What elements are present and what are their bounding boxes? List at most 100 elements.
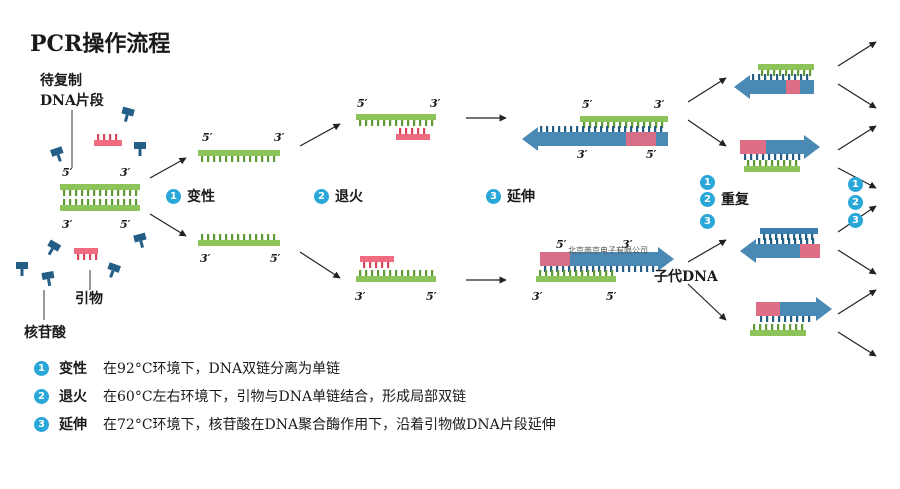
arrow-to-anneal-bottom <box>299 251 341 279</box>
extend-template-bottom-base <box>575 270 578 276</box>
anneal-strand-top-base <box>365 120 368 126</box>
extend-new-strand-bottom-base <box>640 266 643 272</box>
extend-template-top-base <box>595 122 598 128</box>
product-1-new-base <box>800 74 803 80</box>
nucleotide-8 <box>133 232 147 249</box>
denat-strand-bottom-base <box>273 234 276 240</box>
arrow-out-6 <box>837 249 877 275</box>
template-strand-top-backbone <box>60 184 140 190</box>
product-1-template-base <box>761 70 764 76</box>
denat-strand-top-base <box>261 156 264 162</box>
product-1-new-base <box>764 74 767 80</box>
extend-new-strand-top-base <box>546 126 549 132</box>
extend-template-bottom-base <box>557 270 560 276</box>
anneal-primer-bottom-base <box>363 262 366 268</box>
denat-strand-top-base <box>237 156 240 162</box>
extend-new-strand-bottom-base <box>556 266 559 272</box>
product-3-top-base <box>805 234 808 240</box>
extend-template-top-base <box>631 122 634 128</box>
product-2-new-base <box>780 154 783 160</box>
diagram-step-extension-label: 延伸 <box>507 189 535 205</box>
product-4-template-base <box>789 324 792 330</box>
end-3-template-bottom: 3′ <box>62 218 73 231</box>
extend-new-strand-bottom-base <box>634 266 637 272</box>
anneal-strand-bottom-base <box>395 270 398 276</box>
anneal-strand-bottom-base <box>401 270 404 276</box>
template-strand-top-base <box>105 190 108 196</box>
product-2-new-base <box>750 154 753 160</box>
product-4-new-base <box>802 316 805 322</box>
extend-new-strand-top-base <box>564 126 567 132</box>
nucleotide-4 <box>47 239 62 256</box>
extend-template-top-base <box>607 122 610 128</box>
denat-strand-top-base <box>213 156 216 162</box>
template-strand-top-base <box>75 190 78 196</box>
extend-template-bottom-base <box>605 270 608 276</box>
template-dna-label-line2: DNA片段 <box>40 93 104 109</box>
product-4-template-base <box>777 324 780 330</box>
extend-new-strand-bottom-base <box>586 266 589 272</box>
arrow-to-product-2 <box>687 119 727 147</box>
denat-strand-top-base <box>225 156 228 162</box>
product-1-new <box>734 74 814 99</box>
anneal-strand-bottom-base <box>371 270 374 276</box>
anneal-strand-top-base <box>413 120 416 126</box>
product-1-template-backbone <box>758 64 814 70</box>
product-2-template-base <box>795 160 798 166</box>
extend-template-bottom <box>536 270 616 282</box>
extend-new-strand-bottom-base <box>592 266 595 272</box>
template-strand-bottom-base <box>111 199 114 205</box>
anneal-primer-top-base <box>417 128 420 134</box>
extend-template-top-base <box>589 122 592 128</box>
product-1-new-base <box>752 74 755 80</box>
product-3-top-base <box>787 234 790 240</box>
denat-strand-bottom-base <box>207 234 210 240</box>
template-strand-bottom-base <box>93 199 96 205</box>
arrow-to-product-3 <box>687 239 727 263</box>
anneal-strand-top-backbone <box>356 114 436 120</box>
anneal-primer-top <box>396 128 430 140</box>
denat-strand-bottom-base <box>219 234 222 240</box>
product-4-template-base <box>795 324 798 330</box>
product-1-template-base <box>785 70 788 76</box>
extend-template-top-base <box>661 122 664 128</box>
floating-primer-top-base <box>109 134 112 140</box>
denat-strand-bottom-base <box>231 234 234 240</box>
end-3-denat-bottom: 3′ <box>200 252 211 265</box>
denat-strand-top <box>198 150 280 162</box>
extend-template-bottom-base <box>593 270 596 276</box>
template-strand-top-base <box>81 190 84 196</box>
product-2-template-base <box>759 160 762 166</box>
arrow-to-product-1 <box>687 77 727 103</box>
anneal-strand-bottom-base <box>383 270 386 276</box>
arrow-out-3 <box>837 125 877 151</box>
template-strand-top-base <box>111 190 114 196</box>
denat-strand-bottom <box>198 234 280 246</box>
repeat-badge-3: 3 <box>700 214 715 229</box>
floating-primer-bottom-base <box>77 254 80 260</box>
legend-extension: 3 延伸 在72°C环境下，核苷酸在DNA聚合酶作用下，沿着引物做DNA片段延伸 <box>34 414 556 434</box>
product-1-template-base <box>797 70 800 76</box>
watermark: 北京燕京电子有限公司 <box>568 246 648 255</box>
arrow-to-product-4 <box>687 283 727 321</box>
repeat-badge-2: 2 <box>700 191 715 207</box>
template-dna-label-line1: 待复制 <box>40 73 82 89</box>
extend-new-strand-bottom-base <box>646 266 649 272</box>
extend-new-strand-top-base <box>642 126 645 132</box>
denat-strand-top-base <box>207 156 210 162</box>
anneal-primer-top-base <box>423 128 426 134</box>
template-strand-bottom-base <box>87 199 90 205</box>
product-4-new-base <box>808 316 811 322</box>
extend-primer-bottom <box>540 252 570 266</box>
template-strand-top-base <box>87 190 90 196</box>
product-2-template-base <box>783 160 786 166</box>
nucleotide-label: 核苷酸 <box>24 325 66 341</box>
arrow-to-denat-top <box>149 157 187 179</box>
anneal-primer-bottom-base <box>381 262 384 268</box>
template-strand-bottom-base <box>105 199 108 205</box>
product-4-new-base <box>766 316 769 322</box>
extend-template-bottom-base <box>599 270 602 276</box>
extend-new-strand-bottom-base <box>544 266 547 272</box>
end-3-extend-top: 3′ <box>654 98 665 111</box>
template-strand-bottom-base <box>117 199 120 205</box>
